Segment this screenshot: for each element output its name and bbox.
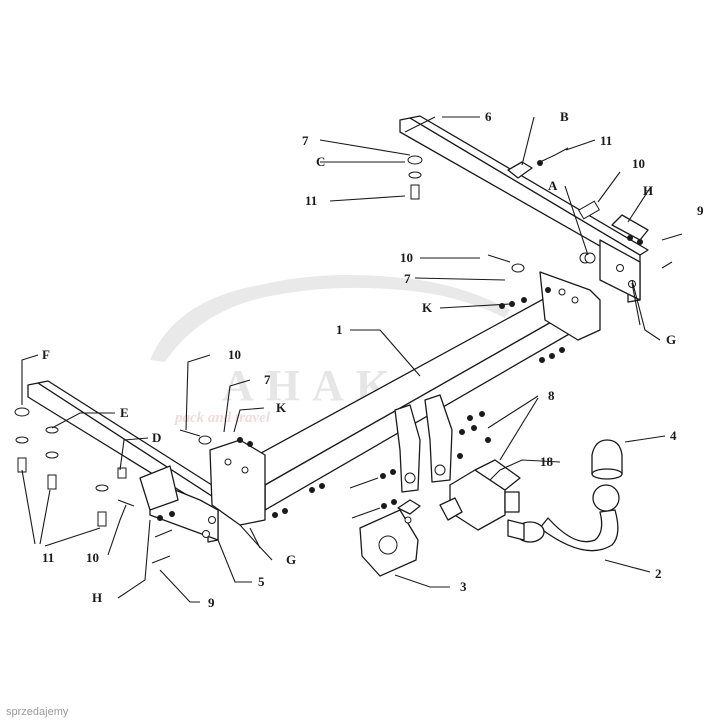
part-1-crossbar <box>209 271 601 526</box>
part-3-socket-plate <box>359 499 421 577</box>
label-18: 18 <box>540 454 554 469</box>
label-G-right: G <box>666 332 676 347</box>
label-7-mid: 7 <box>404 271 411 286</box>
source-credit: sprzedajemy <box>6 706 69 718</box>
label-D: D <box>152 430 161 445</box>
label-1: 1 <box>336 322 343 337</box>
label-3: 3 <box>460 579 467 594</box>
label-F: F <box>42 347 50 362</box>
label-4: 4 <box>670 428 677 443</box>
label-6: 6 <box>485 109 492 124</box>
label-B: B <box>560 109 569 124</box>
label-8: 8 <box>548 388 555 403</box>
label-7-left: 7 <box>264 372 271 387</box>
watermark-tagline: pack and travel <box>173 410 271 426</box>
hardware-fasteners <box>14 147 683 564</box>
label-E: E <box>120 405 129 420</box>
part-5-left-bracket <box>27 380 227 543</box>
watermark-car-logo <box>150 275 510 362</box>
label-11-mid: 11 <box>305 193 317 208</box>
label-G-left: G <box>286 552 296 567</box>
label-H-right: H <box>643 183 653 198</box>
label-11-bottom: 11 <box>42 550 54 565</box>
label-7-top: 7 <box>302 133 309 148</box>
label-9-right: 9 <box>697 203 704 218</box>
label-5: 5 <box>258 574 265 589</box>
label-10-bottom: 10 <box>86 550 99 565</box>
label-10-left: 10 <box>228 347 241 362</box>
callout-labels: 6 B 11 7 C 10 A H 11 9 10 7 K 1 G F 10 7… <box>42 109 704 610</box>
part-18-electrical-socket <box>439 459 521 531</box>
label-10-top: 10 <box>632 156 645 171</box>
label-H-left: H <box>92 590 102 605</box>
leader-lines <box>21 116 666 603</box>
label-9-bottom: 9 <box>208 595 215 610</box>
label-K-left: K <box>276 400 287 415</box>
label-A: A <box>548 178 558 193</box>
label-C: C <box>316 154 325 169</box>
part-2-ball-neck <box>507 484 620 552</box>
label-K-mid: K <box>422 300 433 315</box>
part-6-right-bracket <box>399 115 649 303</box>
label-2: 2 <box>655 566 662 581</box>
label-11-top: 11 <box>600 133 612 148</box>
part-4-ball-cover <box>591 439 623 480</box>
label-10-mid: 10 <box>400 250 413 265</box>
